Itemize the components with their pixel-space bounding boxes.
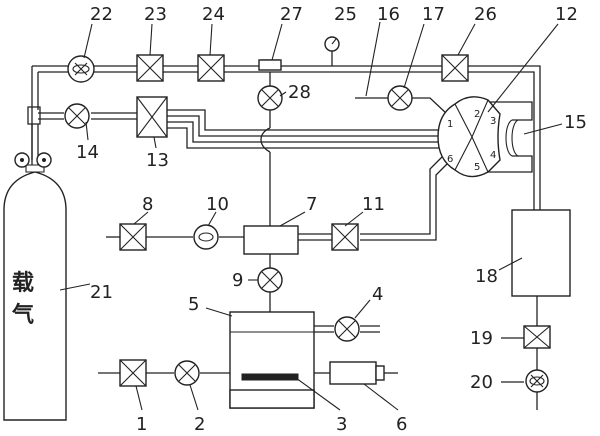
label-20: 20	[470, 372, 493, 393]
label-12: 12	[555, 4, 578, 25]
label-21: 21	[90, 282, 113, 303]
label-10: 10	[206, 194, 229, 215]
carrier-gas-cylinder: 载 气	[3, 152, 67, 421]
sample-loop-15	[505, 119, 520, 157]
cylinder-label-line1: 载	[12, 270, 34, 296]
flow-regulator-20	[525, 369, 549, 393]
valve-4	[334, 316, 360, 342]
label-18: 18	[475, 266, 498, 287]
valve-box-19	[523, 325, 551, 349]
heater-6	[314, 361, 398, 385]
label-2: 2	[194, 414, 205, 435]
valve-14	[64, 103, 90, 129]
valve-box-26	[441, 54, 469, 82]
tee-junction-27	[258, 59, 282, 71]
label-27: 27	[280, 4, 303, 25]
label-3: 3	[336, 414, 347, 435]
label-16: 16	[377, 4, 400, 25]
detector-box-18	[511, 209, 571, 297]
number-labels: 22 23 24 27 25 16 17 26 12 15 28 14 13 7…	[76, 4, 587, 435]
port-2-label: 2	[474, 109, 480, 120]
box-7	[243, 225, 299, 255]
valve-box-11	[331, 223, 359, 251]
label-17: 17	[422, 4, 445, 25]
label-11: 11	[362, 194, 385, 215]
pressure-gauge-25	[324, 36, 340, 52]
port-6-label: 6	[447, 154, 453, 165]
valve-box-1	[119, 359, 147, 387]
valve-2	[174, 360, 200, 386]
label-7: 7	[306, 194, 317, 215]
label-26: 26	[474, 4, 497, 25]
label-28: 28	[288, 82, 311, 103]
flow-regulator-10	[193, 224, 219, 250]
label-19: 19	[470, 328, 493, 349]
label-24: 24	[202, 4, 225, 25]
label-8: 8	[142, 194, 153, 215]
leader-lines	[59, 21, 563, 411]
label-23: 23	[144, 4, 167, 25]
valve-box-23	[136, 54, 164, 82]
valve-box-8	[119, 223, 147, 251]
valve-9	[257, 267, 283, 293]
label-22: 22	[90, 4, 113, 25]
cylinder-label-line2: 气	[11, 302, 34, 328]
six-port-valve-12: 1 2 3 4 5 6	[437, 96, 501, 178]
port-1-label: 1	[447, 119, 453, 130]
port-4-label: 4	[490, 150, 496, 161]
label-5: 5	[188, 294, 199, 315]
chamber-5	[229, 311, 315, 409]
label-14: 14	[76, 142, 99, 163]
port-3-label: 3	[490, 116, 496, 127]
label-9: 9	[232, 270, 243, 291]
label-4: 4	[372, 284, 383, 305]
valve-17	[387, 85, 413, 111]
label-15: 15	[564, 112, 587, 133]
label-25: 25	[334, 4, 357, 25]
valve-28	[257, 85, 283, 111]
valve-box-24	[197, 54, 225, 82]
label-13: 13	[146, 150, 169, 171]
filter-box-13	[136, 96, 168, 138]
port-5-label: 5	[474, 162, 480, 173]
label-6: 6	[396, 414, 407, 435]
flow-regulator-22	[67, 55, 95, 83]
label-1: 1	[136, 414, 147, 435]
